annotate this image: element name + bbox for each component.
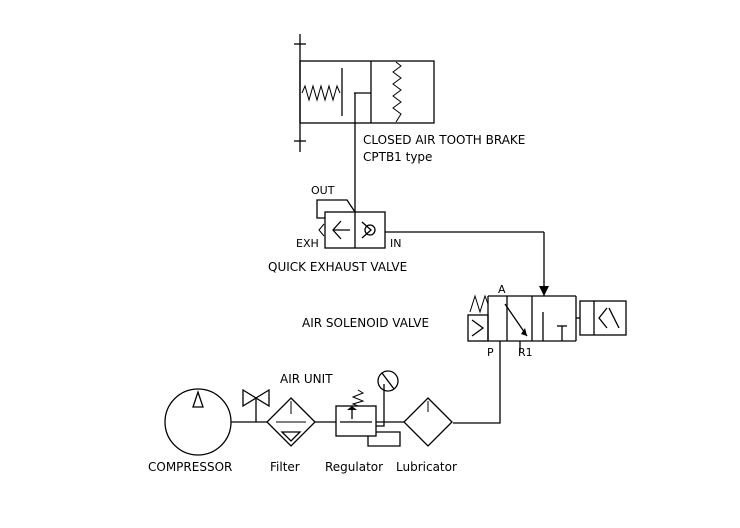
quick-exhaust-valve-symbol <box>316 199 544 249</box>
filter-symbol <box>266 397 336 447</box>
regulator-symbol <box>335 370 404 447</box>
port-a-label: A <box>498 283 506 296</box>
lubricator-label: Lubricator <box>396 460 457 474</box>
regulator-label: Regulator <box>325 460 383 474</box>
exh-port-label: EXH <box>296 237 319 250</box>
port-p-label: P <box>487 346 494 359</box>
air-unit-label: AIR UNIT <box>280 372 333 386</box>
lubricator-symbol <box>403 397 453 447</box>
quick-exhaust-valve-label: QUICK EXHAUST VALVE <box>268 260 407 274</box>
solenoid-valve-label: AIR SOLENOID VALVE <box>302 316 429 330</box>
port-r1-label: R1 <box>518 346 533 359</box>
compressor-label: COMPRESSOR <box>148 460 232 474</box>
filter-label: Filter <box>270 460 300 474</box>
brake-type-label: CPTB1 type <box>363 150 432 164</box>
solenoid-valve-symbol <box>453 232 627 424</box>
compressor-symbol <box>164 388 267 456</box>
brake-title-label: CLOSED AIR TOOTH BRAKE <box>363 133 525 147</box>
out-port-label: OUT <box>311 184 335 197</box>
in-port-label: IN <box>390 237 401 250</box>
brake-symbol <box>294 34 435 212</box>
shutoff-valve-symbol <box>242 388 270 422</box>
